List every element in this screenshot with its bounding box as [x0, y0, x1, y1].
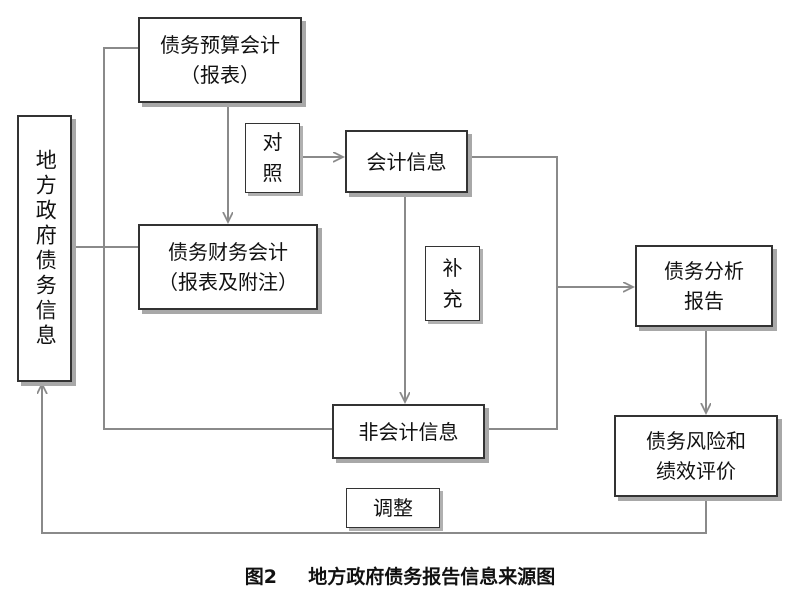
- debt-analysis-report-line1: 债务分析: [664, 259, 744, 283]
- risk-performance-eval-line2: 绩效评价: [656, 459, 736, 483]
- financial-accounting-box: 债务财务会计 （报表及附注）: [138, 224, 318, 310]
- financial-accounting-line1: 债务财务会计: [168, 240, 288, 264]
- local-gov-debt-info-label: 地方政府债务信息: [33, 148, 58, 349]
- compare-label-line1: 对: [262, 130, 283, 154]
- local-gov-debt-info-box: 地方政府债务信息: [17, 115, 72, 382]
- debt-analysis-report-box: 债务分析 报告: [635, 245, 773, 327]
- compare-label-line2: 照: [262, 161, 283, 185]
- figure-title: 地方政府债务报告信息来源图: [308, 566, 556, 588]
- risk-performance-eval-line1: 债务风险和: [646, 429, 746, 453]
- financial-accounting-line2: （报表及附注）: [158, 270, 298, 294]
- figure-number: 图2: [244, 566, 277, 588]
- accounting-info-box: 会计信息: [345, 130, 468, 193]
- bracket-line-budget-to-nonaccounting: [103, 47, 332, 430]
- supplement-label-line1: 补: [442, 255, 463, 280]
- arrow-adjust-feedback: [42, 384, 707, 534]
- budget-accounting-line1: 债务预算会计: [160, 33, 280, 57]
- connector-accounting-to-report: [468, 156, 558, 430]
- adjust-label-text: 调整: [373, 495, 413, 520]
- non-accounting-info-label: 非会计信息: [358, 419, 459, 444]
- compare-label: 对 照: [245, 123, 300, 193]
- supplement-label: 补 充: [425, 246, 480, 321]
- figure-caption: 图2 地方政府债务报告信息来源图: [0, 562, 800, 589]
- debt-analysis-report-line2: 报告: [684, 289, 724, 313]
- risk-performance-eval-box: 债务风险和 绩效评价: [614, 415, 778, 497]
- non-accounting-info-box: 非会计信息: [332, 404, 485, 459]
- budget-accounting-line2: （报表）: [180, 63, 260, 87]
- accounting-info-label: 会计信息: [366, 149, 447, 174]
- supplement-label-line2: 充: [442, 286, 463, 311]
- adjust-label: 调整: [346, 488, 440, 528]
- budget-accounting-box: 债务预算会计 （报表）: [138, 17, 302, 103]
